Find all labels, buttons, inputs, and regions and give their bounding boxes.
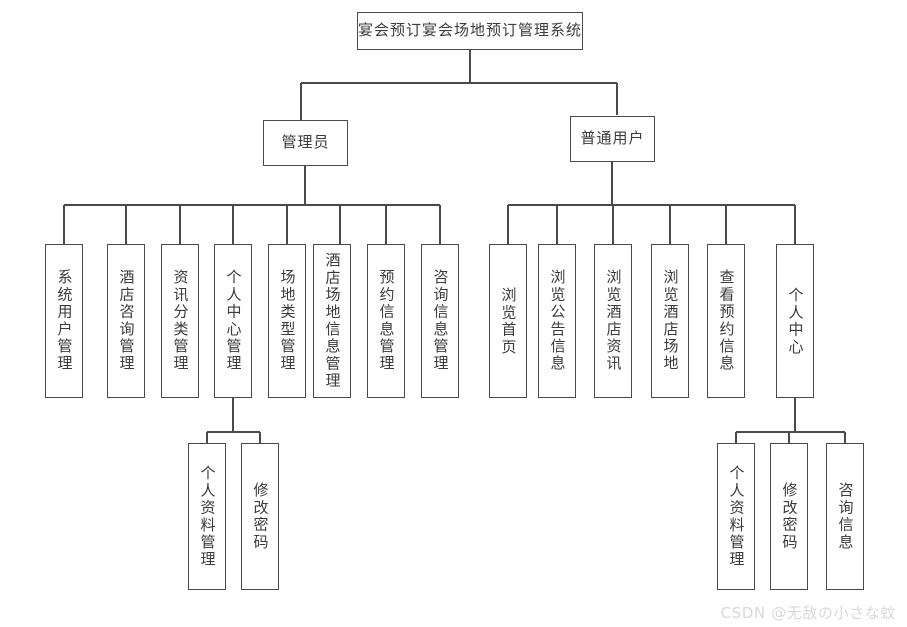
node-label: 浏览公告信息 [548,269,567,373]
node-admin-label: 管理员 [281,133,330,152]
node-admin-child-hotel-venue-info-mgmt[interactable]: 酒店场地信息管理 [313,244,351,398]
node-label: 预约信息管理 [377,269,396,373]
node-label: 个人资料管理 [727,464,746,569]
node-admin-child-news-category-mgmt[interactable]: 资讯分类管理 [161,244,199,398]
node-user-child-personal-center[interactable]: 个人中心 [776,244,814,398]
node-admin[interactable]: 管理员 [263,120,348,166]
node-admin-child-venue-type-mgmt[interactable]: 场地类型管理 [268,244,306,398]
node-admin-child-consult-info-mgmt[interactable]: 咨询信息管理 [421,244,459,398]
node-label: 场地类型管理 [278,269,297,373]
node-user-center-child-consult-info[interactable]: 咨询信息 [826,443,864,590]
node-root[interactable]: 宴会预订宴会场地预订管理系统 [357,12,583,50]
node-label: 查看预约信息 [717,269,736,373]
node-admin-child-personal-center-mgmt[interactable]: 个人中心管理 [214,244,252,398]
node-label: 修改密码 [251,482,270,551]
node-admin-child-hotel-consult-mgmt[interactable]: 酒店咨询管理 [107,244,145,398]
node-admin-child-booking-info-mgmt[interactable]: 预约信息管理 [367,244,405,398]
node-user-child-view-booking-info[interactable]: 查看预约信息 [707,244,745,398]
node-label: 系统用户管理 [55,269,74,373]
node-user-child-browse-hotel-news[interactable]: 浏览酒店资讯 [594,244,632,398]
node-label: 浏览酒店资讯 [604,269,623,373]
node-label: 个人中心 [786,286,805,356]
node-admin-center-child-profile-mgmt[interactable]: 个人资料管理 [188,443,226,590]
node-user-label: 普通用户 [580,129,645,148]
node-admin-child-system-user-mgmt[interactable]: 系统用户管理 [45,244,83,398]
node-user-child-browse-hotel-venue[interactable]: 浏览酒店场地 [651,244,689,398]
node-user-center-child-profile-mgmt[interactable]: 个人资料管理 [717,443,755,590]
node-label: 资讯分类管理 [171,269,190,373]
node-label: 酒店场地信息管理 [323,252,342,390]
node-label: 浏览酒店场地 [661,269,680,373]
node-user[interactable]: 普通用户 [570,116,655,162]
node-user-child-browse-announcements[interactable]: 浏览公告信息 [538,244,576,398]
node-user-center-child-change-password[interactable]: 修改密码 [770,443,808,590]
node-label: 个人中心管理 [224,269,243,373]
node-label: 浏览首页 [499,286,518,356]
node-label: 个人资料管理 [198,464,217,569]
node-admin-center-child-change-password[interactable]: 修改密码 [241,443,279,590]
node-root-label: 宴会预订宴会场地预订管理系统 [358,21,583,40]
node-label: 咨询信息 [836,482,855,551]
node-label: 酒店咨询管理 [117,269,136,373]
node-label: 修改密码 [780,482,799,551]
node-user-child-browse-home[interactable]: 浏览首页 [489,244,527,398]
csdn-watermark: CSDN @无敌の小さな蚊 [720,604,896,622]
node-label: 咨询信息管理 [431,269,450,373]
